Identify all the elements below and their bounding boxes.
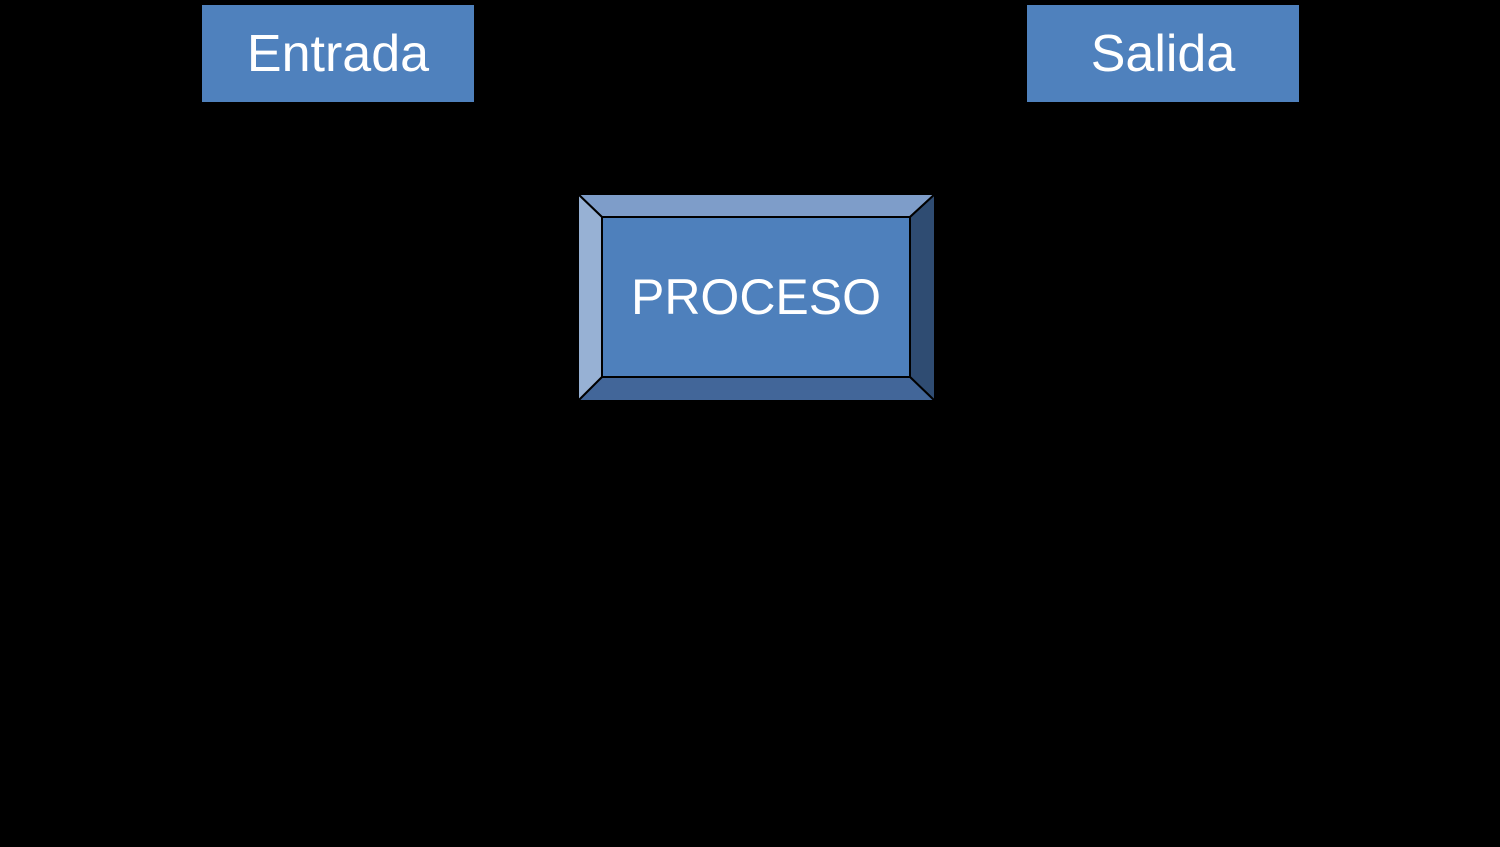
entrada-box: Entrada [202, 5, 474, 102]
proceso-face [601, 216, 911, 378]
salida-box: Salida [1027, 5, 1299, 102]
salida-label: Salida [1090, 24, 1236, 83]
proceso-bevel-bottom [577, 376, 936, 402]
proceso-box: PROCESO [577, 193, 936, 402]
proceso-label: PROCESO [631, 269, 881, 325]
proceso-bevel-top [577, 193, 936, 218]
entrada-label: Entrada [246, 24, 430, 83]
proceso-bevel-right [909, 193, 936, 402]
proceso-bevel-left [577, 193, 603, 402]
